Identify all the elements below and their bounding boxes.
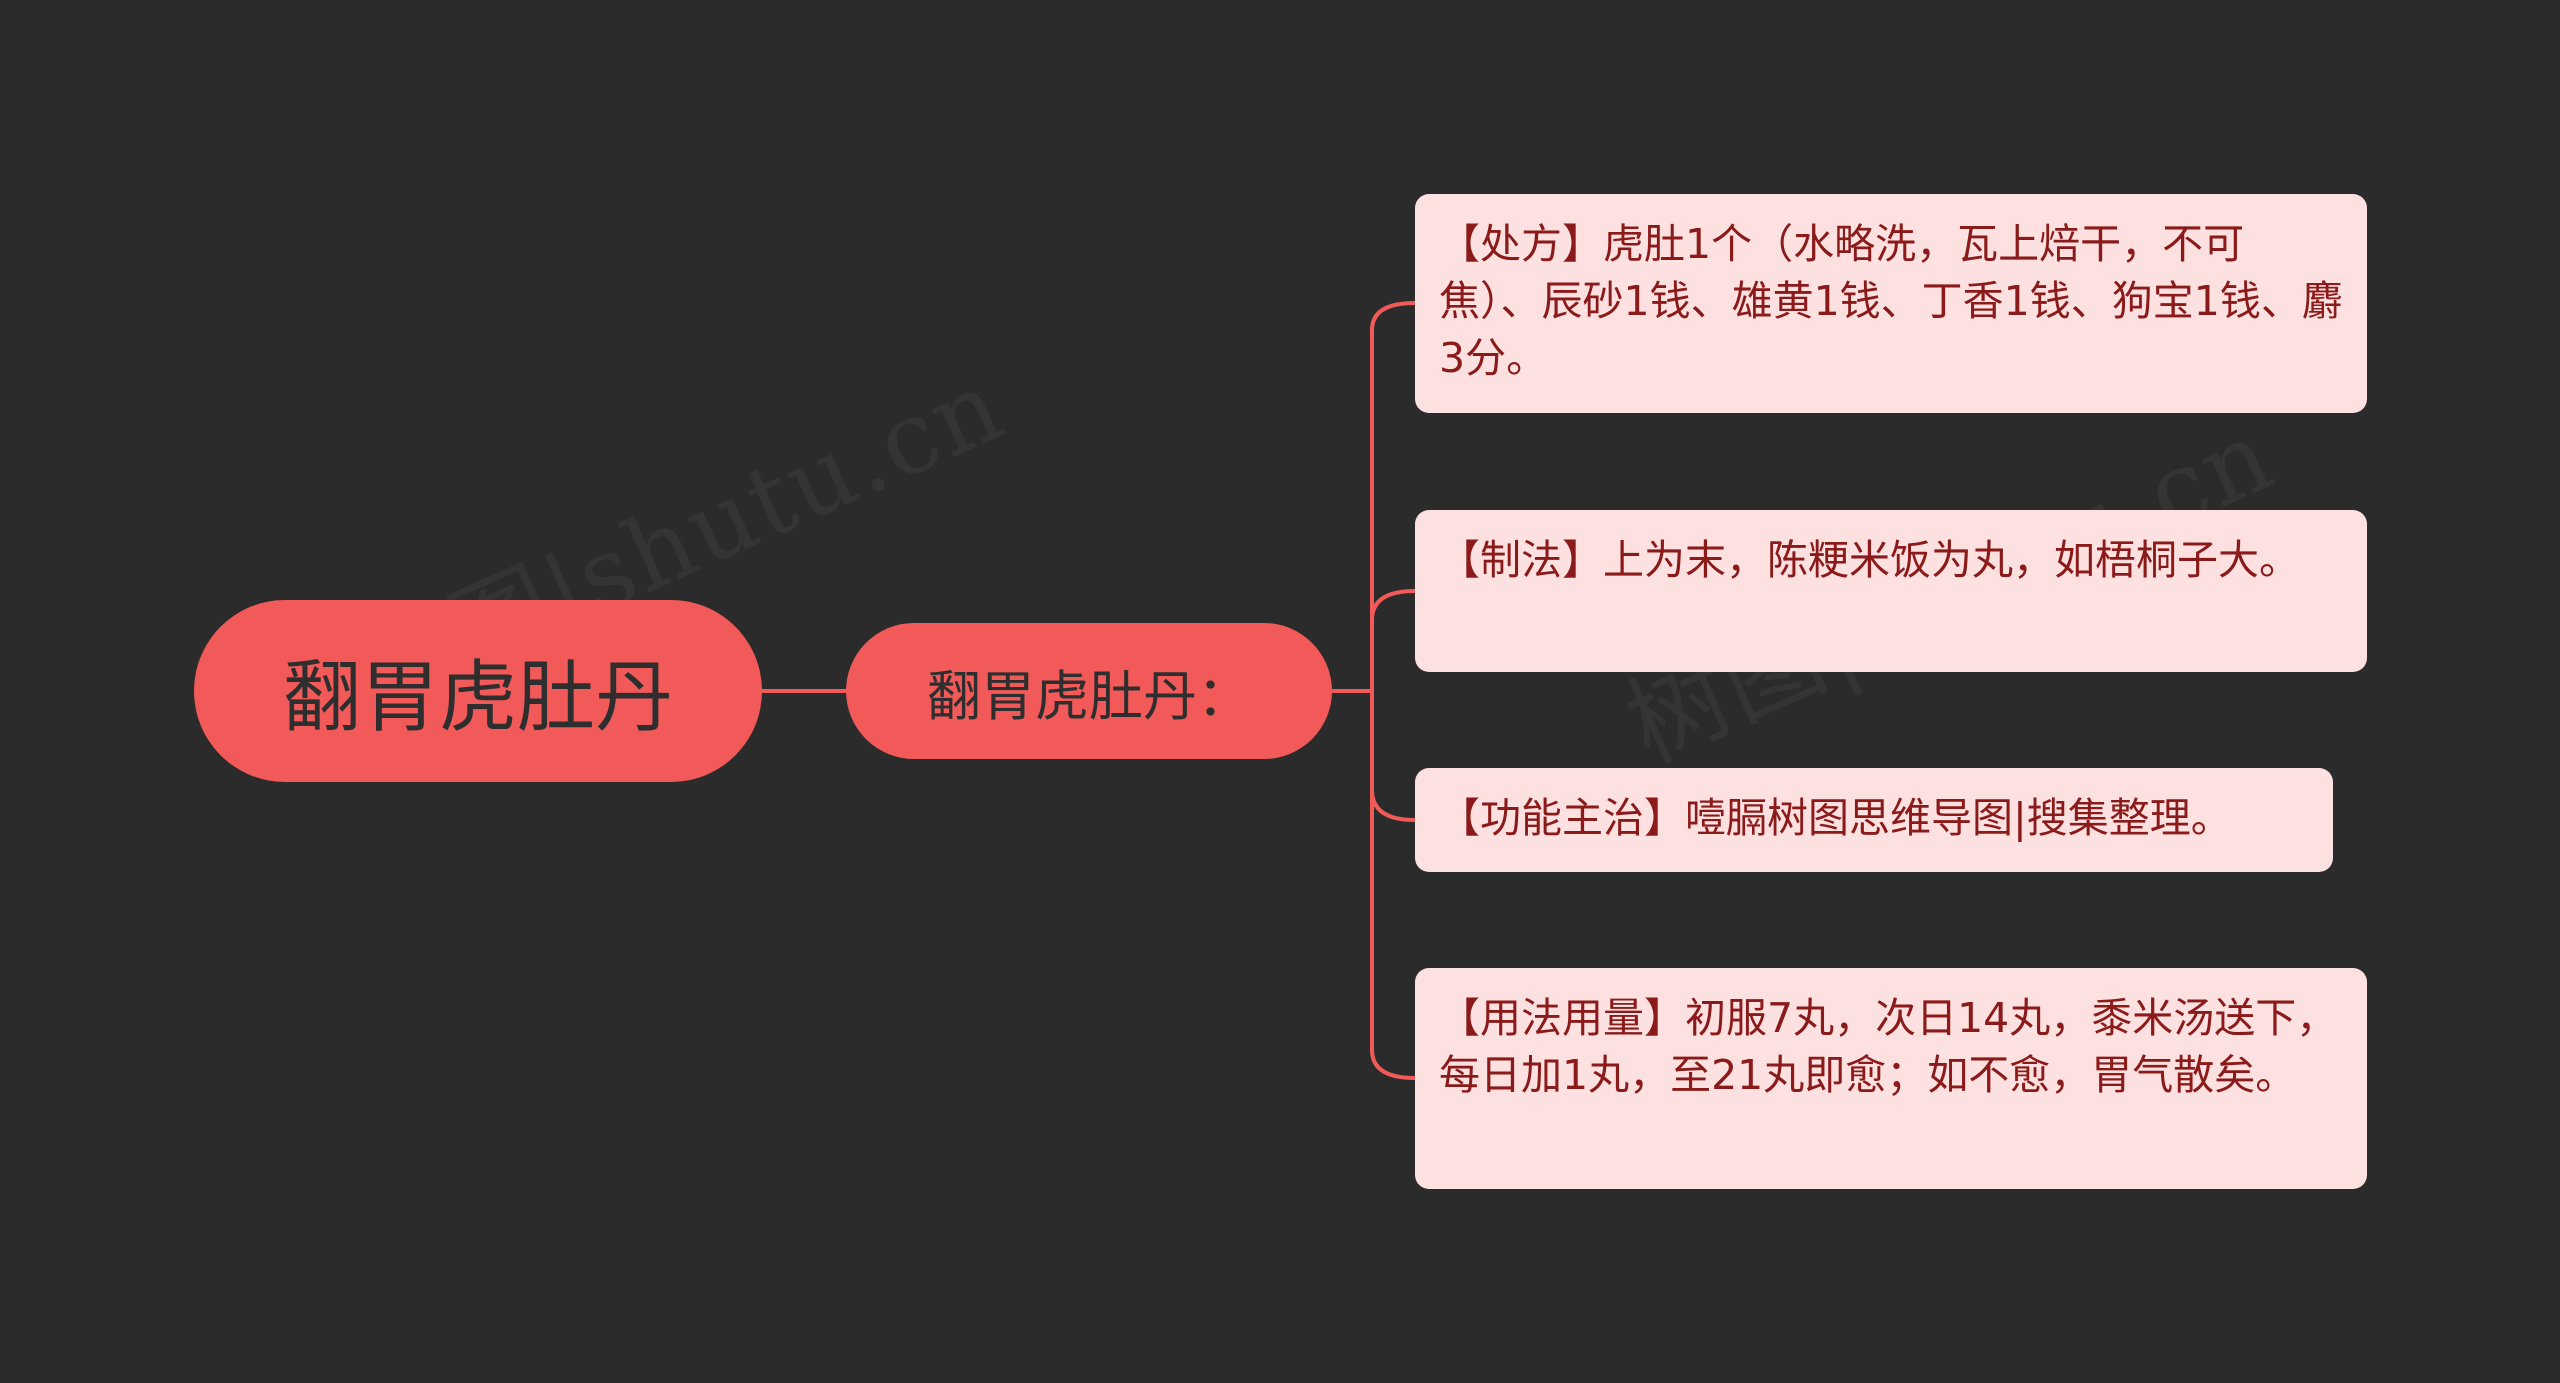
leaf-node-text: 【处方】虎肚1个（水略洗，瓦上焙干，不可焦）、辰砂1钱、雄黄1钱、丁香1钱、狗宝… — [1439, 220, 2343, 382]
connector-leaf-0 — [1370, 301, 1416, 691]
leaf-node-text: 【制法】上为末，陈粳米饭为丸，如梧桐子大。 — [1439, 536, 2300, 584]
connector-leaf-1 — [1370, 589, 1416, 691]
connector-leaf-2 — [1370, 691, 1416, 822]
connector-leaf-3 — [1370, 691, 1416, 1080]
branch-node-label: 翻胃虎肚丹： — [927, 664, 1251, 728]
leaf-node-prescription[interactable]: 【处方】虎肚1个（水略洗，瓦上焙干，不可焦）、辰砂1钱、雄黄1钱、丁香1钱、狗宝… — [1415, 194, 2367, 413]
leaf-node-dosage[interactable]: 【用法用量】初服7丸，次日14丸，黍米汤送下，每日加1丸，至21丸即愈；如不愈，… — [1415, 968, 2367, 1189]
leaf-node-function[interactable]: 【功能主治】噎膈树图思维导图|搜集整理。 — [1415, 768, 2333, 872]
root-node[interactable]: 翻胃虎肚丹 — [194, 600, 762, 782]
leaf-node-text: 【用法用量】初服7丸，次日14丸，黍米汤送下，每日加1丸，至21丸即愈；如不愈，… — [1439, 994, 2338, 1099]
branch-node[interactable]: 翻胃虎肚丹： — [846, 623, 1332, 759]
leaf-node-text: 【功能主治】噎膈树图思维导图|搜集整理。 — [1439, 794, 2232, 842]
leaf-node-preparation[interactable]: 【制法】上为末，陈粳米饭为丸，如梧桐子大。 — [1415, 510, 2367, 672]
root-node-label: 翻胃虎肚丹 — [282, 653, 673, 743]
